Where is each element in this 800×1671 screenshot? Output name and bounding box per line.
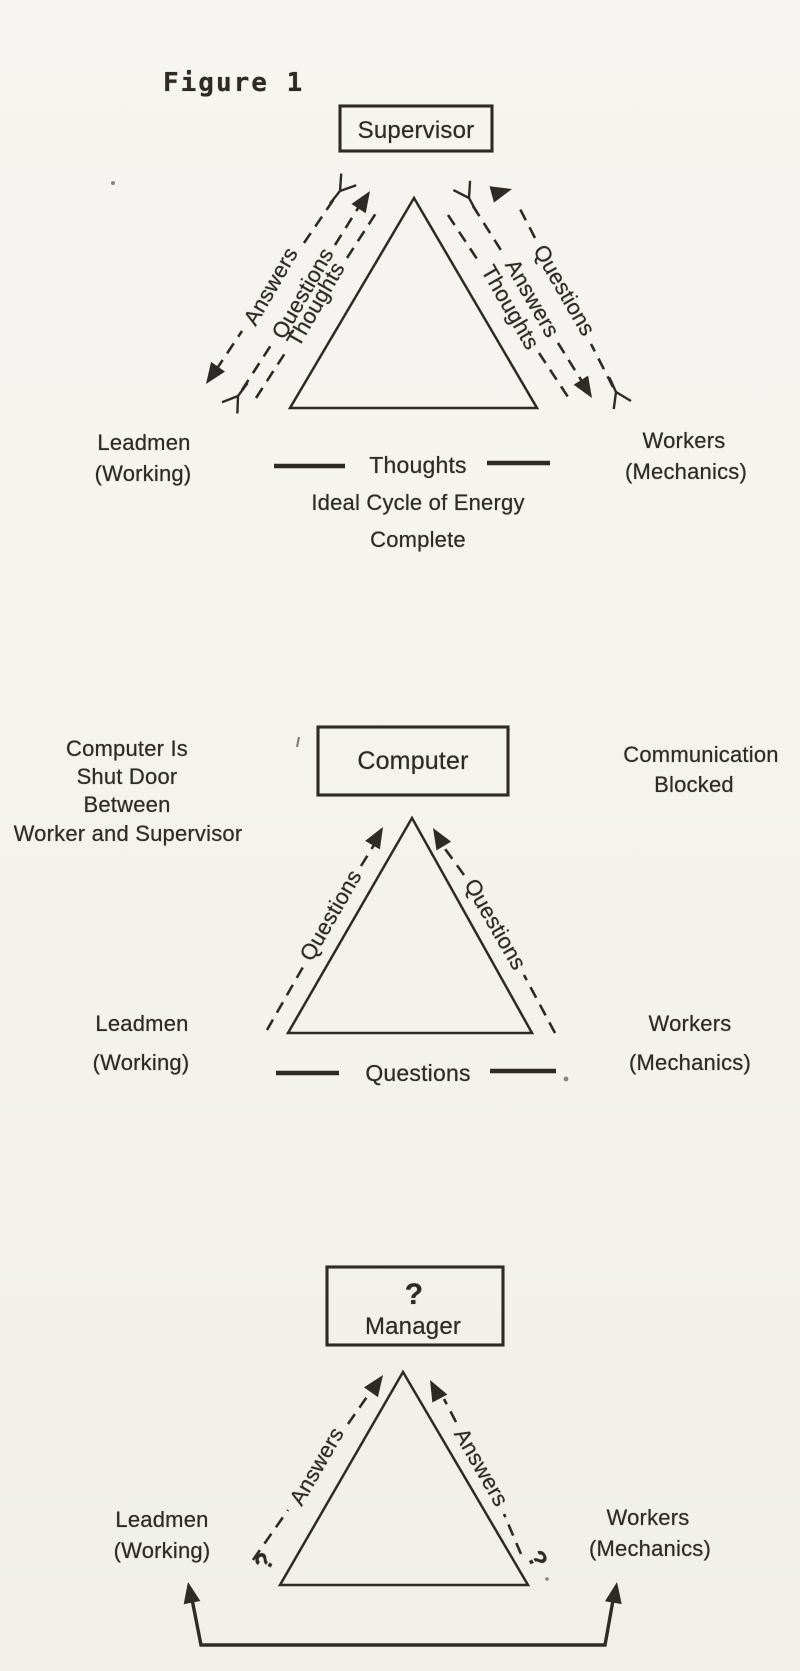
arrowhead-up-icon — [363, 1375, 383, 1398]
workers-sublabel: (Mechanics) — [629, 1050, 751, 1075]
leadmen-sublabel: (Working) — [95, 461, 192, 486]
questions-flow-line — [240, 204, 362, 391]
left-note-line2: Shut Door — [77, 764, 178, 789]
fork-tail-icon — [452, 180, 478, 213]
left-note-line1: Computer Is — [66, 736, 188, 761]
bypass-connector-line — [188, 1588, 617, 1647]
left-note-line3: Between — [83, 792, 170, 817]
right-flow-lines — [446, 180, 632, 410]
triangle-outline — [287, 195, 540, 410]
computer-box-label: Computer — [357, 747, 468, 775]
workers-label: Workers — [649, 1011, 732, 1036]
flow-label-answers-left: Answers — [284, 1423, 349, 1510]
diagram-computer-blocked: Computer Computer Is Shut Door Between W… — [14, 725, 779, 1086]
base-flow-label: Questions — [365, 1060, 470, 1086]
arrowhead-up-icon — [183, 1582, 201, 1605]
manager-box-label: Manager — [365, 1313, 461, 1340]
leadmen-sublabel: (Working) — [93, 1050, 190, 1075]
answers-flow-line-right — [442, 1398, 523, 1555]
thoughts-flow-line — [254, 209, 380, 399]
question-mark-right: ? — [521, 1546, 553, 1573]
fork-tail-icon — [608, 376, 632, 410]
answers-flow-line-left — [251, 1390, 373, 1561]
workers-label: Workers — [643, 428, 726, 453]
workers-sublabel: (Mechanics) — [625, 459, 747, 484]
diagram-manager-question: ? Manager Answers ? Answers ? Leadmen (W… — [114, 1265, 711, 1647]
answers-flow-line — [471, 205, 585, 384]
scan-speck — [545, 1577, 549, 1581]
fork-tail-icon — [329, 173, 357, 205]
left-flow-lines — [206, 173, 380, 414]
arrowhead-right-icon — [489, 186, 512, 203]
questions-flow-line-left — [265, 844, 376, 1031]
computer-box — [316, 725, 510, 797]
leadmen-sublabel: (Working) — [114, 1538, 211, 1563]
manager-box-question-mark: ? — [405, 1278, 424, 1311]
arrowhead-up-icon — [365, 827, 383, 850]
arrowhead-up-icon — [430, 1380, 448, 1403]
scan-speck — [111, 181, 115, 185]
leadmen-label: Leadmen — [97, 430, 190, 455]
workers-sublabel: (Mechanics) — [589, 1536, 711, 1561]
triangle-outline — [285, 815, 535, 1035]
scan-tick — [296, 736, 300, 748]
base-flow-label: Thoughts — [369, 452, 467, 478]
leadmen-label: Leadmen — [115, 1507, 208, 1532]
arrowhead-up-icon — [604, 1582, 622, 1605]
fork-tail-icon — [221, 382, 249, 414]
supervisor-box-label: Supervisor — [358, 117, 475, 144]
thoughts-flow-line — [446, 214, 572, 401]
workers-label: Workers — [607, 1505, 690, 1530]
diagram-ideal-cycle: Figure 1 Supervisor Answers Questions Th… — [95, 68, 747, 552]
right-note-line2: Blocked — [654, 772, 734, 797]
supervisor-box — [338, 104, 494, 153]
question-mark-left: ? — [249, 1548, 281, 1575]
arrowhead-down-left-icon — [206, 361, 226, 384]
triangle-outline — [277, 1369, 531, 1587]
manager-box — [325, 1265, 505, 1347]
caption-line2: Complete — [370, 527, 466, 552]
questions-flow-line-right — [441, 845, 557, 1034]
caption-line1: Ideal Cycle of Energy — [311, 490, 524, 515]
figure-label: Figure 1 — [163, 68, 304, 98]
left-note-line4: Worker and Supervisor — [14, 821, 243, 846]
arrowhead-down-right-icon — [573, 375, 592, 398]
arrowhead-up-right-icon — [351, 191, 370, 214]
leadmen-label: Leadmen — [95, 1011, 188, 1036]
scan-speck — [563, 1076, 569, 1082]
arrowhead-up-icon — [433, 828, 452, 851]
right-note-line1: Communication — [623, 742, 778, 767]
